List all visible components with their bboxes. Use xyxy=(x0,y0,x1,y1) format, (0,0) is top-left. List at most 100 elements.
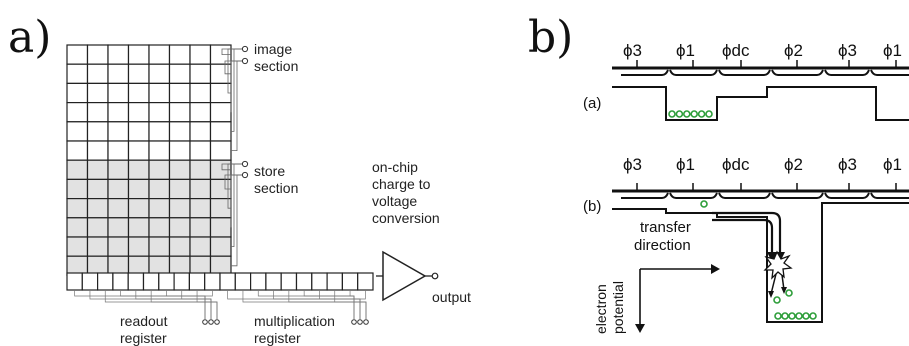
electron xyxy=(690,110,699,118)
pixel-cell xyxy=(127,121,150,142)
electron-potential-label-1: electron xyxy=(593,284,609,334)
register-cell xyxy=(142,272,160,291)
impact-ionization-star-icon xyxy=(763,250,793,280)
pixel-cell xyxy=(66,44,89,65)
store-section-terminals xyxy=(241,160,249,179)
pixel-cell xyxy=(189,140,212,161)
register-cell xyxy=(188,272,206,291)
register-cell xyxy=(81,272,99,291)
pixel-cell xyxy=(189,63,212,84)
electron xyxy=(802,312,810,320)
potential-profile-b xyxy=(612,202,909,323)
pixel-cell xyxy=(148,140,171,161)
transfer-direction-label-2: direction xyxy=(634,237,691,254)
register-cell xyxy=(112,272,129,291)
pixel-cell xyxy=(148,63,171,84)
pixel-cell xyxy=(209,140,232,161)
electron-packet-b xyxy=(700,200,817,320)
pixel-cell xyxy=(66,178,89,200)
register-cell xyxy=(234,272,252,291)
phase-label: ϕ3 xyxy=(838,155,857,174)
pixel-cell xyxy=(86,44,109,65)
pixel-cell xyxy=(86,63,109,84)
pixel-cell xyxy=(127,44,150,65)
pixel-cell xyxy=(189,44,212,65)
electron-packet-a xyxy=(668,110,713,118)
multiplication-register-terminals xyxy=(351,319,369,325)
phase-label: ϕ1 xyxy=(676,155,695,174)
pixel-cell xyxy=(209,217,232,238)
register-cell xyxy=(357,272,374,291)
pixel-cell xyxy=(209,101,232,123)
phase-label: ϕ3 xyxy=(838,41,857,60)
phase-label: ϕdc xyxy=(722,155,750,174)
pixel-cell xyxy=(66,63,89,84)
pixel-cell xyxy=(209,121,232,142)
register-cell xyxy=(66,272,83,291)
electron xyxy=(682,110,691,118)
pixel-cell xyxy=(148,44,171,65)
sub-b-label: (b) xyxy=(583,198,601,215)
phase-labels-top: ϕ3 ϕ1 ϕdc ϕ2 ϕ3 ϕ1 xyxy=(623,41,902,60)
pixel-cell xyxy=(148,82,171,104)
electrode-bar-a xyxy=(612,60,909,76)
pixel-cell xyxy=(127,140,150,161)
electron xyxy=(675,110,684,118)
image-section-label-1: image xyxy=(254,41,292,57)
output-label: output xyxy=(432,289,471,305)
electron xyxy=(697,110,706,118)
phase-label: ϕ1 xyxy=(883,155,902,174)
axes-arrows xyxy=(639,268,712,325)
pixel-cell xyxy=(66,236,89,257)
electron xyxy=(781,312,789,320)
register-cell xyxy=(280,272,298,291)
pixel-cell xyxy=(189,101,212,123)
serial-register xyxy=(66,272,374,319)
pixel-cell xyxy=(168,217,191,238)
pixel-cell xyxy=(107,121,130,142)
pixel-cell xyxy=(209,236,232,257)
pixel-cell xyxy=(168,178,191,200)
phase-label: ϕ3 xyxy=(623,41,642,60)
amplifier-label-2: charge to xyxy=(372,176,431,192)
panel-a-label: a) xyxy=(8,12,51,63)
pixel-cell xyxy=(148,217,171,238)
clock-wiring xyxy=(221,48,242,267)
readout-register-label-2: register xyxy=(120,330,167,346)
register-cell xyxy=(127,272,145,291)
pixel-cell xyxy=(189,178,212,200)
register-cell xyxy=(219,272,236,291)
pixel-cell xyxy=(168,198,191,219)
ccd-pixel-grid xyxy=(66,44,232,277)
pixel-cell xyxy=(107,236,130,257)
pixel-cell xyxy=(189,198,212,219)
electron xyxy=(785,289,793,297)
multiplication-register-label-2: register xyxy=(254,330,301,346)
pixel-cell xyxy=(168,44,191,65)
phase-label: ϕ1 xyxy=(883,41,902,60)
phase-label: ϕdc xyxy=(722,41,750,60)
register-cell xyxy=(295,272,313,291)
pixel-cell xyxy=(86,140,109,161)
electron xyxy=(795,312,803,320)
pixel-cell xyxy=(86,198,109,219)
pixel-cell xyxy=(148,159,171,180)
phase-label: ϕ1 xyxy=(676,41,695,60)
pixel-cell xyxy=(127,63,150,84)
pixel-cell xyxy=(148,101,171,123)
pixel-cell xyxy=(127,101,150,123)
pixel-cell xyxy=(66,217,89,238)
register-cell xyxy=(173,272,191,291)
pixel-cell xyxy=(127,178,150,200)
register-cell xyxy=(204,272,221,291)
multiplication-register-label-1: multiplication xyxy=(254,313,335,329)
electron xyxy=(705,110,713,118)
image-section-label-2: section xyxy=(254,58,298,74)
phase-label: ϕ2 xyxy=(784,41,803,60)
potential-arrow-head xyxy=(635,324,645,333)
phase-label: ϕ2 xyxy=(784,155,803,174)
pixel-cell xyxy=(107,178,130,200)
pixel-cell xyxy=(148,121,171,142)
amplifier-label-3: voltage xyxy=(372,193,417,209)
